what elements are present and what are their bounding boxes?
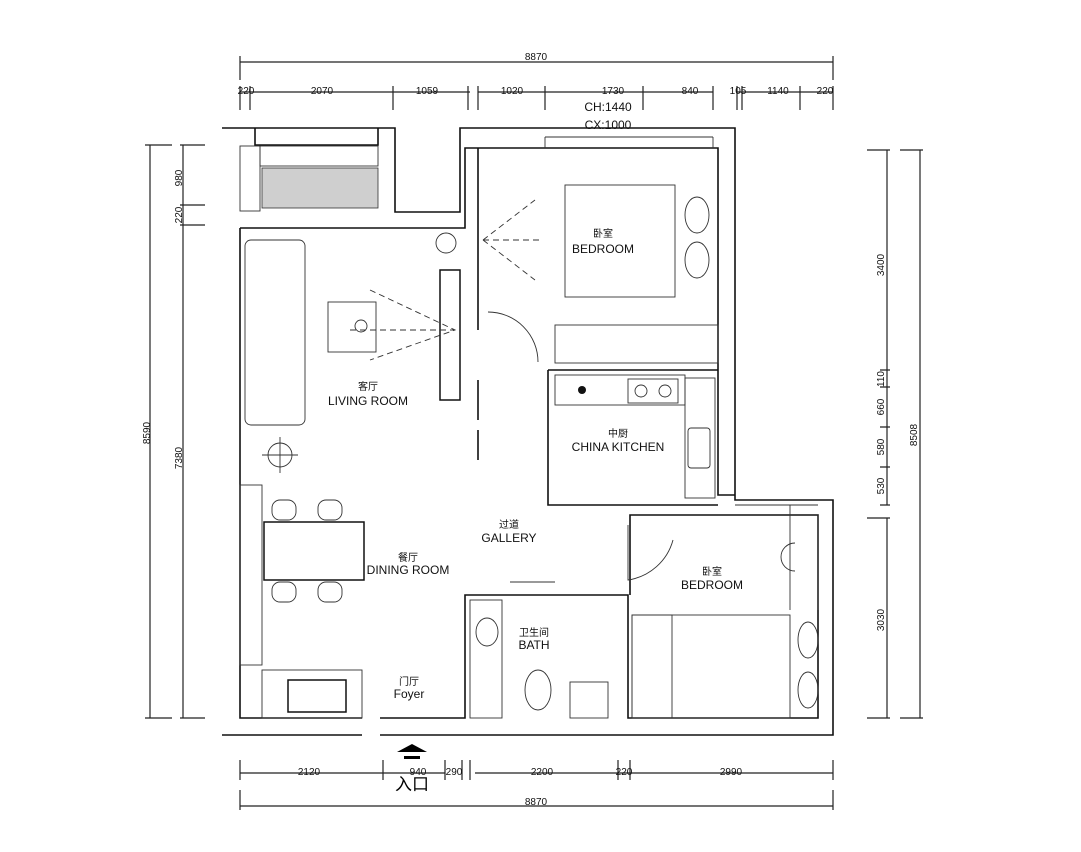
vanity — [469, 599, 503, 719]
dim-left-total: 8590 — [142, 421, 153, 444]
dim-left-2: 7380 — [174, 446, 185, 469]
top-dimensions: 8870 220 2070 1059 1020 1730 840 105 114… — [238, 52, 834, 132]
dim-right-0: 3400 — [876, 253, 887, 276]
cabinet — [239, 145, 261, 212]
chair — [271, 581, 297, 603]
pillow — [684, 241, 710, 279]
dim-top-2: 1059 — [416, 86, 439, 97]
chair-2 — [780, 542, 796, 572]
chair — [317, 581, 343, 603]
right-dimensions: 3400 110 660 580 530 3030 8508 — [867, 149, 923, 719]
walls — [222, 127, 834, 736]
dim-top-4: 1730 — [602, 86, 625, 97]
dim-right-4: 530 — [876, 477, 887, 494]
toilet — [524, 669, 552, 711]
chair — [317, 499, 343, 521]
dim-right-total: 8508 — [909, 423, 920, 446]
dining-cabinet — [239, 484, 263, 666]
bedroom2-en: BEDROOM — [681, 578, 743, 592]
dim-right-3: 580 — [876, 438, 887, 455]
dining-table — [263, 521, 365, 581]
door-swing — [627, 525, 674, 581]
tv-cabinet — [439, 269, 461, 401]
dim-right-1: 110 — [876, 371, 887, 387]
bed-2 — [631, 614, 791, 719]
dim-bottom-2: 290 — [446, 767, 463, 778]
dim-top-total: 8870 — [525, 52, 548, 63]
foyer-en: Foyer — [394, 687, 425, 701]
left-dimensions: 8590 980 220 7380 — [142, 144, 205, 719]
dim-top-6: 105 — [730, 86, 747, 97]
living-room-en: LIVING ROOM — [328, 394, 408, 408]
bath-en: BATH — [518, 638, 549, 652]
wardrobe-2 — [631, 614, 673, 719]
kitchen-counter — [554, 374, 686, 406]
dim-bottom-3: 2200 — [531, 767, 554, 778]
dim-bottom-4: 220 — [616, 767, 633, 778]
bedroom1-cn: 卧室 — [593, 227, 613, 240]
pillow — [797, 671, 819, 709]
dining-room-en: DINING ROOM — [367, 563, 450, 577]
bench — [287, 679, 347, 713]
window-height-label: CH:1440 — [584, 100, 632, 114]
kitchen-counter-side — [684, 377, 716, 499]
dim-left-1: 220 — [174, 206, 185, 223]
entrance-marker — [404, 756, 420, 759]
plant-icon — [354, 319, 368, 333]
dining-room-cn: 餐厅 — [398, 551, 418, 564]
pillow — [684, 196, 710, 234]
dim-top-1: 2070 — [311, 86, 334, 97]
sofa — [244, 239, 306, 426]
coffee-table — [327, 301, 377, 353]
kitchen-cn: 中厨 — [608, 427, 628, 440]
washbasin — [475, 617, 499, 647]
kitchen-en: CHINA KITCHEN — [572, 440, 665, 454]
balcony-floor-pattern — [261, 167, 379, 209]
dim-right-5: 3030 — [876, 608, 887, 631]
shoe-cabinet — [261, 669, 363, 719]
washing-machine — [569, 681, 609, 719]
gallery-cn: 过道 — [499, 518, 519, 531]
dim-right-2: 660 — [876, 398, 887, 415]
bedroom2-cn: 卧室 — [702, 565, 722, 578]
pillow — [797, 621, 819, 659]
dim-top-8: 220 — [817, 86, 834, 97]
door-swing — [487, 311, 539, 363]
plant-icon — [435, 232, 457, 254]
chair — [271, 499, 297, 521]
gas-stove — [627, 378, 679, 404]
window-width-label: CX:1000 — [585, 118, 632, 132]
dim-top-7: 1140 — [767, 86, 789, 97]
balcony-cabinet — [259, 145, 379, 167]
sink — [687, 427, 711, 469]
dim-bottom-0: 2120 — [298, 767, 321, 778]
dim-top-3: 1020 — [501, 86, 524, 97]
dim-top-5: 840 — [682, 86, 699, 97]
dim-top-0: 220 — [238, 86, 255, 97]
dim-bottom-total: 8870 — [525, 797, 548, 808]
bed — [564, 184, 676, 298]
living-room-cn: 客厅 — [358, 380, 378, 393]
furniture — [239, 145, 819, 719]
dim-bottom-5: 2990 — [720, 767, 743, 778]
gallery-en: GALLERY — [481, 531, 536, 545]
entrance-label: 入口 — [395, 775, 429, 795]
dim-left-0: 980 — [174, 169, 185, 186]
bath-cn: 卫生间 — [519, 626, 549, 639]
dim-bottom-1: 940 — [410, 767, 427, 778]
wardrobe — [554, 324, 719, 364]
bottom-dimensions: 2120 940 290 2200 220 2990 8870 入口 — [239, 744, 834, 810]
tv-view-lines — [350, 289, 457, 361]
bedroom1-en: BEDROOM — [572, 242, 634, 256]
entrance-arrow-icon — [397, 744, 427, 752]
room-labels: 客厅 LIVING ROOM 卧室 BEDROOM 中厨 CHINA KITCH… — [328, 227, 743, 701]
foyer-cn: 门厅 — [399, 675, 419, 688]
